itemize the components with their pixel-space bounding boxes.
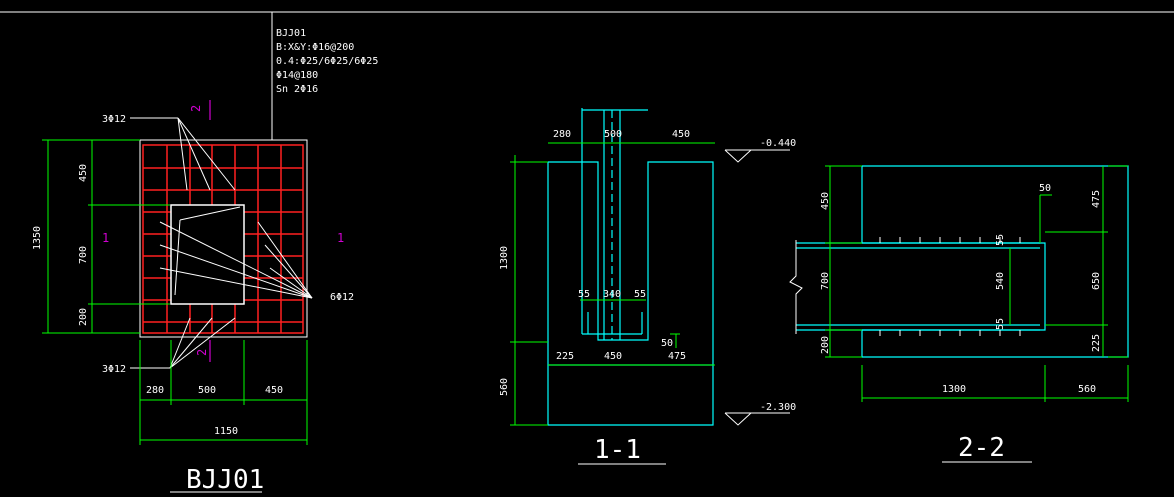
plan-title: BJJ01 xyxy=(186,465,264,495)
spec-line-3: 0.4:Φ25/6Φ25/6Φ25 xyxy=(276,56,378,67)
s2-dim-650: 650 xyxy=(1091,272,1102,290)
elev-top: -0.440 xyxy=(760,138,796,149)
plan-dim-450-b: 450 xyxy=(265,385,283,396)
s1-dim-55b: 55 xyxy=(634,289,646,300)
elev-bottom: -2.300 xyxy=(760,402,796,413)
elevation-symbols xyxy=(724,149,790,426)
column-socket xyxy=(170,204,245,305)
spec-line-1: BJJ01 xyxy=(276,28,306,39)
section-1-outline xyxy=(547,108,714,426)
plan-dim-450: 450 xyxy=(78,164,89,182)
s1-dim-475: 475 xyxy=(668,351,686,362)
s1-dim-50: 50 xyxy=(661,338,673,349)
s2-dim-225: 225 xyxy=(1091,334,1102,352)
s2-dim-450: 450 xyxy=(820,192,831,210)
s2-dim-540: 540 xyxy=(995,272,1006,290)
section-1-1: 280 500 450 1300 560 55 340 55 50 225 45… xyxy=(499,108,796,465)
section-mark-1-left: 1 xyxy=(102,231,109,245)
footing-outline xyxy=(139,139,308,338)
s1-dim-280: 280 xyxy=(553,129,571,140)
s2-dim-700: 700 xyxy=(820,272,831,290)
plan-dim-500: 500 xyxy=(198,385,216,396)
plan-dim-1150: 1150 xyxy=(214,426,238,437)
section-1-dim-lines xyxy=(510,142,715,426)
s1-dim-500: 500 xyxy=(604,129,622,140)
break-symbol xyxy=(789,240,803,334)
section-2-dim-lines xyxy=(825,165,1129,402)
s2-dim-55a: 55 xyxy=(995,234,1006,246)
section-mark-2-top: 2 xyxy=(189,105,203,112)
section-2-outline xyxy=(796,165,1129,358)
s2-dim-55b: 55 xyxy=(995,318,1006,330)
section-mark-2-bottom: 2 xyxy=(195,349,209,356)
spec-line-4: Φ14@180 xyxy=(276,70,318,81)
callout-side: 6Φ12 xyxy=(330,292,354,303)
section-2-2: 450 700 200 475 650 225 50 55 540 55 130… xyxy=(789,165,1129,463)
s1-dim-560: 560 xyxy=(499,378,510,396)
plan-view: 2 2 1 1 1350 450 700 200 280 500 450 115… xyxy=(32,12,378,495)
section-2-title: 2-2 xyxy=(958,433,1005,463)
callout-top: 3Φ12 xyxy=(102,114,126,125)
plan-dim-200: 200 xyxy=(78,308,89,326)
s1-dim-450b: 450 xyxy=(604,351,622,362)
plan-dim-700: 700 xyxy=(78,246,89,264)
s1-dim-225: 225 xyxy=(556,351,574,362)
leader-lines xyxy=(130,12,313,369)
section-1-title: 1-1 xyxy=(594,435,641,465)
s1-dim-340: 340 xyxy=(603,289,621,300)
s1-dim-450: 450 xyxy=(672,129,690,140)
plan-dim-280: 280 xyxy=(146,385,164,396)
s2-dim-200: 200 xyxy=(820,336,831,354)
spec-line-5: Sn 2Φ16 xyxy=(276,84,318,95)
spec-line-2: B:X&Y:Φ16@200 xyxy=(276,42,354,53)
plan-dim-lines xyxy=(42,139,308,445)
s2-dim-50: 50 xyxy=(1039,183,1051,194)
hatch-ticks xyxy=(879,237,1021,336)
s1-dim-55a: 55 xyxy=(578,289,590,300)
s2-dim-1300: 1300 xyxy=(942,384,966,395)
plan-dim-1350: 1350 xyxy=(32,226,43,250)
s2-dim-475: 475 xyxy=(1091,190,1102,208)
section-mark-1-right: 1 xyxy=(337,231,344,245)
s2-dim-560: 560 xyxy=(1078,384,1096,395)
s1-dim-1300: 1300 xyxy=(499,246,510,270)
callout-bottom: 3Φ12 xyxy=(102,364,126,375)
